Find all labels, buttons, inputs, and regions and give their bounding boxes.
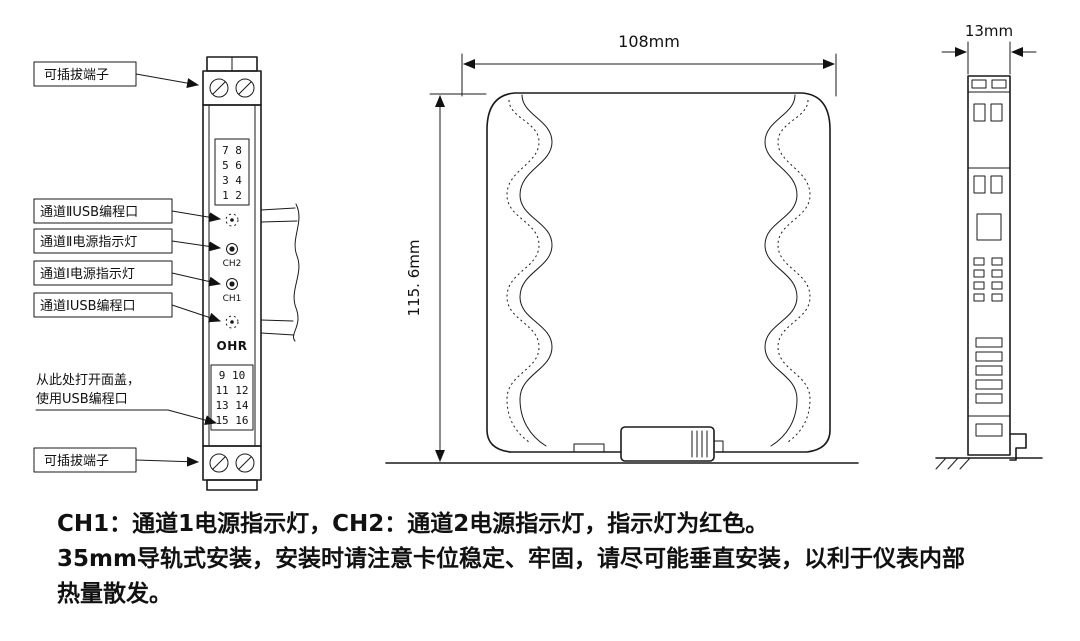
rail-hook <box>1009 433 1027 461</box>
side-terminal <box>973 103 986 122</box>
note-line-2: 35mm导轨式安装，安装时请注意卡位稳定、牢固，请尽可能垂直安装，以利于仪表内部 <box>57 545 965 572</box>
mounting-surface <box>935 457 1043 470</box>
label-text: 通道ⅡUSB编程口 <box>40 205 138 220</box>
rail-clip <box>620 426 724 462</box>
label-terminal-top: 可插拔端子 <box>33 61 199 89</box>
label-text: 使用USB编程口 <box>36 391 128 407</box>
terminal-screw-icon <box>235 453 255 473</box>
power-led-ch2-icon <box>226 243 238 255</box>
terminal-row: 1 2 <box>222 189 242 202</box>
vent-slots-upper <box>973 257 1003 302</box>
vent-slots-lower <box>975 337 1003 404</box>
terminal-row: 11 12 <box>215 384 248 397</box>
label-text: 可插拔端子 <box>44 454 109 469</box>
module-side <box>967 75 1027 461</box>
label-led-ch2: 通道Ⅱ电源指示灯 <box>33 228 221 254</box>
side-panel-detail <box>976 213 1002 241</box>
case-outline <box>486 92 831 453</box>
width-dimension: 108mm <box>461 32 837 97</box>
label-open-cover: 从此处打开面盖， 使用USB编程口 <box>35 373 217 425</box>
terminal-number-panel-bottom: 9 10 11 12 13 14 15 16 <box>210 364 254 431</box>
ch2-label: CH2 <box>223 259 242 269</box>
side-terminal <box>990 103 1003 122</box>
width-dimension-text: 108mm <box>618 32 680 51</box>
left-wall-fins <box>506 94 553 447</box>
case-bottom-detail <box>573 443 605 453</box>
terminal-number-panel-top: 7 8 5 6 3 4 1 2 <box>214 138 250 206</box>
module-bottom-terminal-block <box>202 445 262 481</box>
label-text: 可插拔端子 <box>44 68 109 83</box>
side-view: 13mm <box>935 22 1043 470</box>
label-usb-ch1: 通道ⅠUSB编程口 <box>33 292 221 323</box>
terminal-screw-icon <box>209 78 229 98</box>
terminal-screw-icon <box>235 78 255 98</box>
label-usb-ch2: 通道ⅡUSB编程口 <box>33 198 221 224</box>
notes: CH1：通道1电源指示灯，CH2：通道2电源指示灯，指示灯为红色。 35mm导轨… <box>57 510 965 607</box>
side-terminal <box>973 175 986 194</box>
profile-view: 108mm 115. 6mm <box>385 32 859 464</box>
power-led-ch1-icon <box>226 278 238 290</box>
usb-port-ch2-icon <box>225 213 239 227</box>
height-dimension-text: 115. 6mm <box>405 240 423 317</box>
note-line-3: 热量散发。 <box>57 580 172 607</box>
callout-labels: 可插拔端子 通道ⅡUSB编程口 通道Ⅱ电源指示灯 通道Ⅰ电源指示灯 通道ⅠUSB <box>33 61 221 473</box>
ch1-label: CH1 <box>223 294 242 304</box>
label-text: 从此处打开面盖， <box>36 373 140 388</box>
module-front: 7 8 5 6 3 4 1 2 CH2 CH1 <box>202 56 262 491</box>
label-text: 通道Ⅱ电源指示灯 <box>40 235 137 250</box>
brand-logo: OHR <box>217 339 248 353</box>
rail-break-line <box>293 203 300 342</box>
depth-dimension-text: 13mm <box>965 22 1013 40</box>
label-text: 通道ⅠUSB编程口 <box>40 299 136 314</box>
note-line-1: CH1：通道1电源指示灯，CH2：通道2电源指示灯，指示灯为红色。 <box>57 510 768 537</box>
module-top-terminal-block <box>202 70 262 106</box>
terminal-screw-icon <box>209 453 229 473</box>
depth-dimension: 13mm <box>941 22 1037 75</box>
label-led-ch1: 通道Ⅰ电源指示灯 <box>33 260 221 287</box>
terminal-row: 15 16 <box>215 414 248 427</box>
terminal-row: 7 8 <box>222 144 242 157</box>
terminal-row: 5 6 <box>222 159 242 172</box>
right-wall-fins <box>764 94 811 447</box>
front-view: 7 8 5 6 3 4 1 2 CH2 CH1 <box>33 56 300 491</box>
side-terminal <box>990 175 1003 194</box>
terminal-row: 3 4 <box>222 174 242 187</box>
label-terminal-bottom: 可插拔端子 <box>33 447 199 473</box>
height-dimension: 115. 6mm <box>405 93 487 462</box>
terminal-row: 9 10 <box>219 369 246 382</box>
usb-port-ch1-icon <box>225 315 239 329</box>
module-bottom-cap <box>206 479 258 491</box>
din-rail <box>260 203 300 342</box>
label-text: 通道Ⅰ电源指示灯 <box>40 267 135 282</box>
terminal-row: 13 14 <box>215 399 248 412</box>
